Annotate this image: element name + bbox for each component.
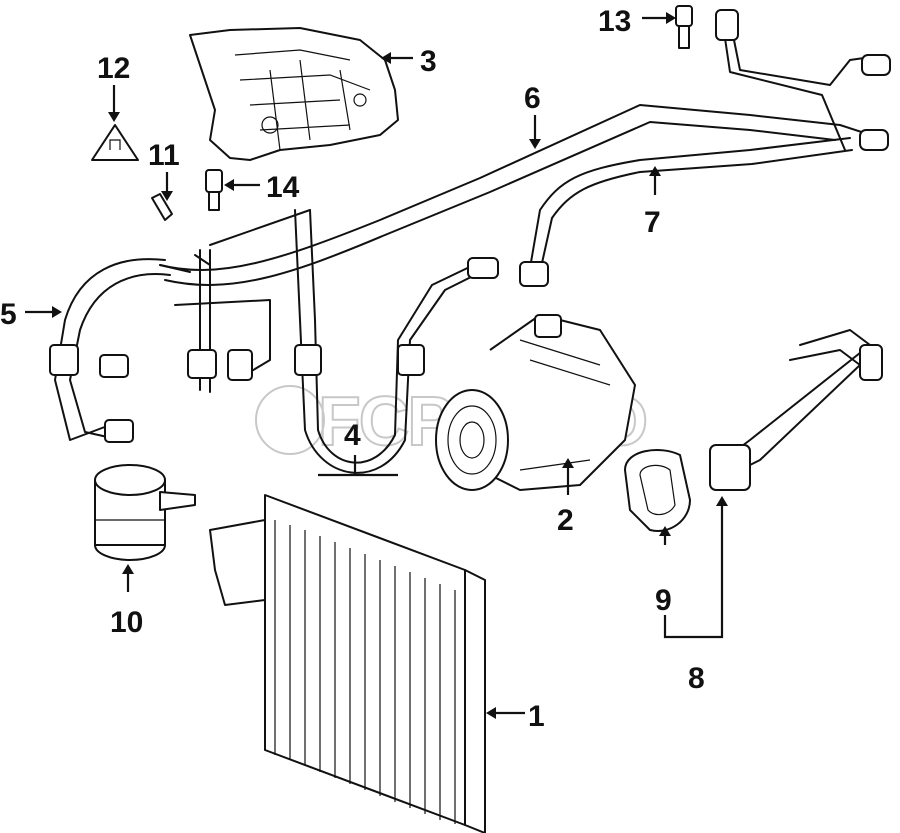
callout-14: 14 [266,171,300,204]
liquid-line[interactable] [159,9,891,286]
hose-assembly[interactable] [49,249,271,443]
callout-10: 10 [110,606,143,639]
callout-13: 13 [598,5,631,38]
ac-compressor[interactable] [435,314,636,491]
callout-11: 11 [148,139,180,172]
valve-core[interactable] [151,193,173,221]
suction-line[interactable] [519,137,853,287]
callout-6: 6 [524,82,541,115]
callout-9: 9 [655,584,672,617]
callout-leaders [25,12,728,719]
callout-5: 5 [0,298,17,331]
leader-4 [318,455,398,477]
receiver-drier[interactable] [94,464,196,561]
pressure-switch[interactable] [205,169,223,211]
callout-1: 1 [528,700,545,733]
callout-7: 7 [644,206,661,239]
callout-2: 2 [557,504,574,537]
discharge-line[interactable] [209,209,499,474]
callout-8: 8 [688,662,705,695]
expansion-valve-seal[interactable] [624,449,691,532]
evaporator-line[interactable] [709,329,883,491]
callout-4: 4 [344,419,361,452]
warning-label[interactable] [91,124,139,161]
mounting-bracket[interactable] [189,27,399,161]
callout-12: 12 [97,52,130,85]
callout-labels: 1 2 3 4 5 6 7 8 9 10 11 12 13 14 [0,5,705,733]
callout-3: 3 [420,45,437,78]
fitting-cap[interactable] [675,5,693,49]
condenser[interactable] [209,494,486,833]
